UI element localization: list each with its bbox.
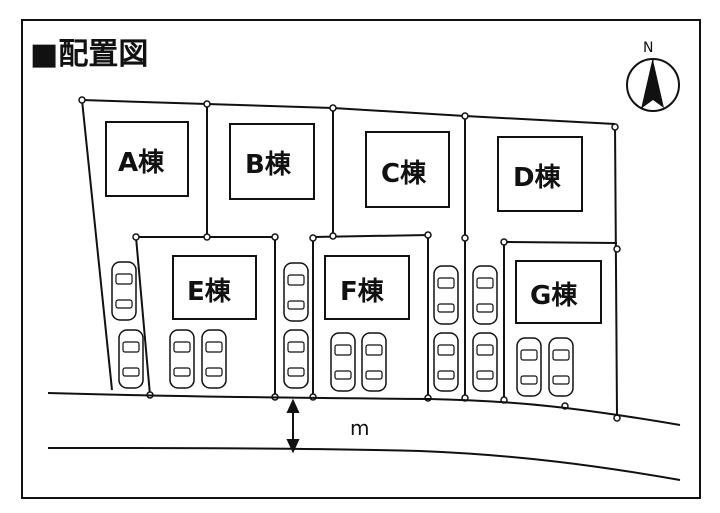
lot-a-label: A棟 (118, 148, 165, 178)
lot-a: A棟 (105, 121, 189, 197)
lot-g: G棟 (515, 260, 602, 324)
lot-e: E棟 (172, 255, 257, 320)
lot-f: F棟 (324, 255, 410, 320)
lot-a-boundary (135, 236, 151, 396)
car-icon (433, 332, 459, 392)
car-icon (283, 262, 309, 322)
lot-c: C棟 (365, 131, 450, 208)
car-icon (201, 329, 227, 389)
car-icon (472, 265, 498, 325)
car-icon (118, 329, 144, 389)
lot-f-label: F棟 (340, 277, 385, 307)
lot-g-label: G棟 (530, 281, 578, 311)
lot-e-label: E棟 (187, 277, 232, 307)
car-icon (361, 332, 387, 392)
north-arrow-icon: N (626, 40, 680, 112)
car-icon (169, 329, 195, 389)
plan-title: ■配置図 (30, 37, 148, 72)
parking-spaces (111, 261, 574, 397)
car-icon (516, 337, 542, 397)
lot-d: D棟 (497, 136, 583, 212)
north-label: N (643, 40, 653, 56)
lot-b-label: B棟 (245, 150, 292, 180)
car-icon (111, 261, 137, 321)
car-icon (283, 329, 309, 389)
lot-c-label: C棟 (381, 159, 427, 189)
lot-b: B棟 (229, 123, 315, 200)
road-width-label: m (350, 416, 369, 440)
car-icon (330, 332, 356, 392)
lot-g-boundary (503, 241, 618, 244)
road (47, 392, 681, 481)
car-icon (548, 337, 574, 397)
road-width-arrow-icon (286, 398, 300, 454)
boundary-markers (78, 96, 621, 422)
outer-frame (21, 19, 701, 499)
lot-d-label: D棟 (513, 163, 562, 193)
car-icon (472, 332, 498, 392)
car-icon (433, 265, 459, 325)
